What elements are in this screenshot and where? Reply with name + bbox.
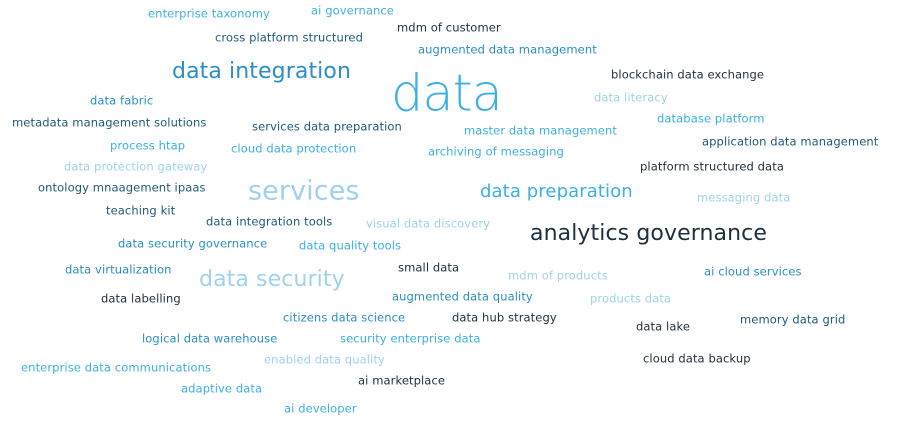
word-data-security-governance: data security governance — [118, 236, 268, 251]
word-data-hub-strategy: data hub strategy — [452, 310, 557, 325]
word-enterprise-data-communications: enterprise data communications — [21, 360, 212, 375]
word-ai-cloud-services: ai cloud services — [704, 264, 802, 279]
word-analytics-governance: analytics governance — [530, 221, 767, 246]
word-citizens-data-science: citizens data science — [283, 310, 406, 325]
word-master-data-management: master data management — [464, 123, 618, 138]
word-application-data-management: application data management — [702, 134, 879, 149]
word-adaptive-data: adaptive data — [181, 381, 263, 396]
word-enterprise-taxonomy: enterprise taxonomy — [148, 6, 270, 21]
word-cloud-data-protection: cloud data protection — [231, 141, 357, 156]
word-security-enterprise-data: security enterprise data — [340, 331, 481, 346]
word-data-integration: data integration — [172, 59, 351, 84]
word-visual-data-discovery: visual data discovery — [366, 216, 491, 231]
word-services: services — [248, 175, 360, 207]
word-services-data-preparation: services data preparation — [252, 119, 402, 134]
word-products-data: products data — [590, 291, 672, 306]
word-data-preparation: data preparation — [480, 181, 633, 202]
word-augmented-data-management: augmented data management — [418, 42, 597, 57]
word-mdm-of-customer: mdm of customer — [397, 20, 501, 35]
word-platform-structured-data: platform structured data — [640, 159, 784, 174]
word-ontology-mnaagement-ipaas: ontology mnaagement ipaas — [38, 180, 206, 195]
word-ai-governance: ai governance — [311, 3, 394, 18]
word-database-platform: database platform — [657, 111, 765, 126]
word-ai-marketplace: ai marketplace — [358, 373, 446, 388]
word-mdm-of-products: mdm of products — [508, 268, 608, 283]
word-cloud-data-backup: cloud data backup — [643, 351, 751, 366]
word-data-labelling: data labelling — [101, 291, 181, 306]
word-data-literacy: data literacy — [594, 90, 668, 105]
word-metadata-management-solutions: metadata management solutions — [12, 115, 207, 130]
word-archiving-of-messaging: archiving of messaging — [428, 144, 564, 159]
word-messaging-data: messaging data — [697, 190, 791, 205]
word-cross-platform-structured: cross platform structured — [215, 30, 363, 45]
word-small-data: small data — [398, 260, 460, 275]
word-enabled-data-quality: enabled data quality — [264, 352, 385, 367]
word-memory-data-grid: memory data grid — [740, 312, 846, 327]
word-data-protection-gateway: data protection gateway — [64, 159, 208, 174]
word-logical-data-warehouse: logical data warehouse — [142, 331, 278, 346]
word-data-fabric: data fabric — [90, 93, 154, 108]
word-blockchain-data-exchange: blockchain data exchange — [611, 67, 765, 82]
word-data-lake: data lake — [636, 319, 691, 334]
word-data-virtualization: data virtualization — [65, 262, 172, 277]
word-data-security: data security — [199, 267, 345, 292]
word-process-htap: process htap — [110, 138, 186, 153]
word-ai-developer: ai developer — [284, 401, 357, 416]
word-data: data — [391, 64, 503, 124]
word-augmented-data-quality: augmented data quality — [392, 289, 533, 304]
word-teaching-kit: teaching kit — [106, 203, 176, 218]
word-data-quality-tools: data quality tools — [299, 238, 402, 253]
word-data-integration-tools: data integration tools — [206, 214, 333, 229]
